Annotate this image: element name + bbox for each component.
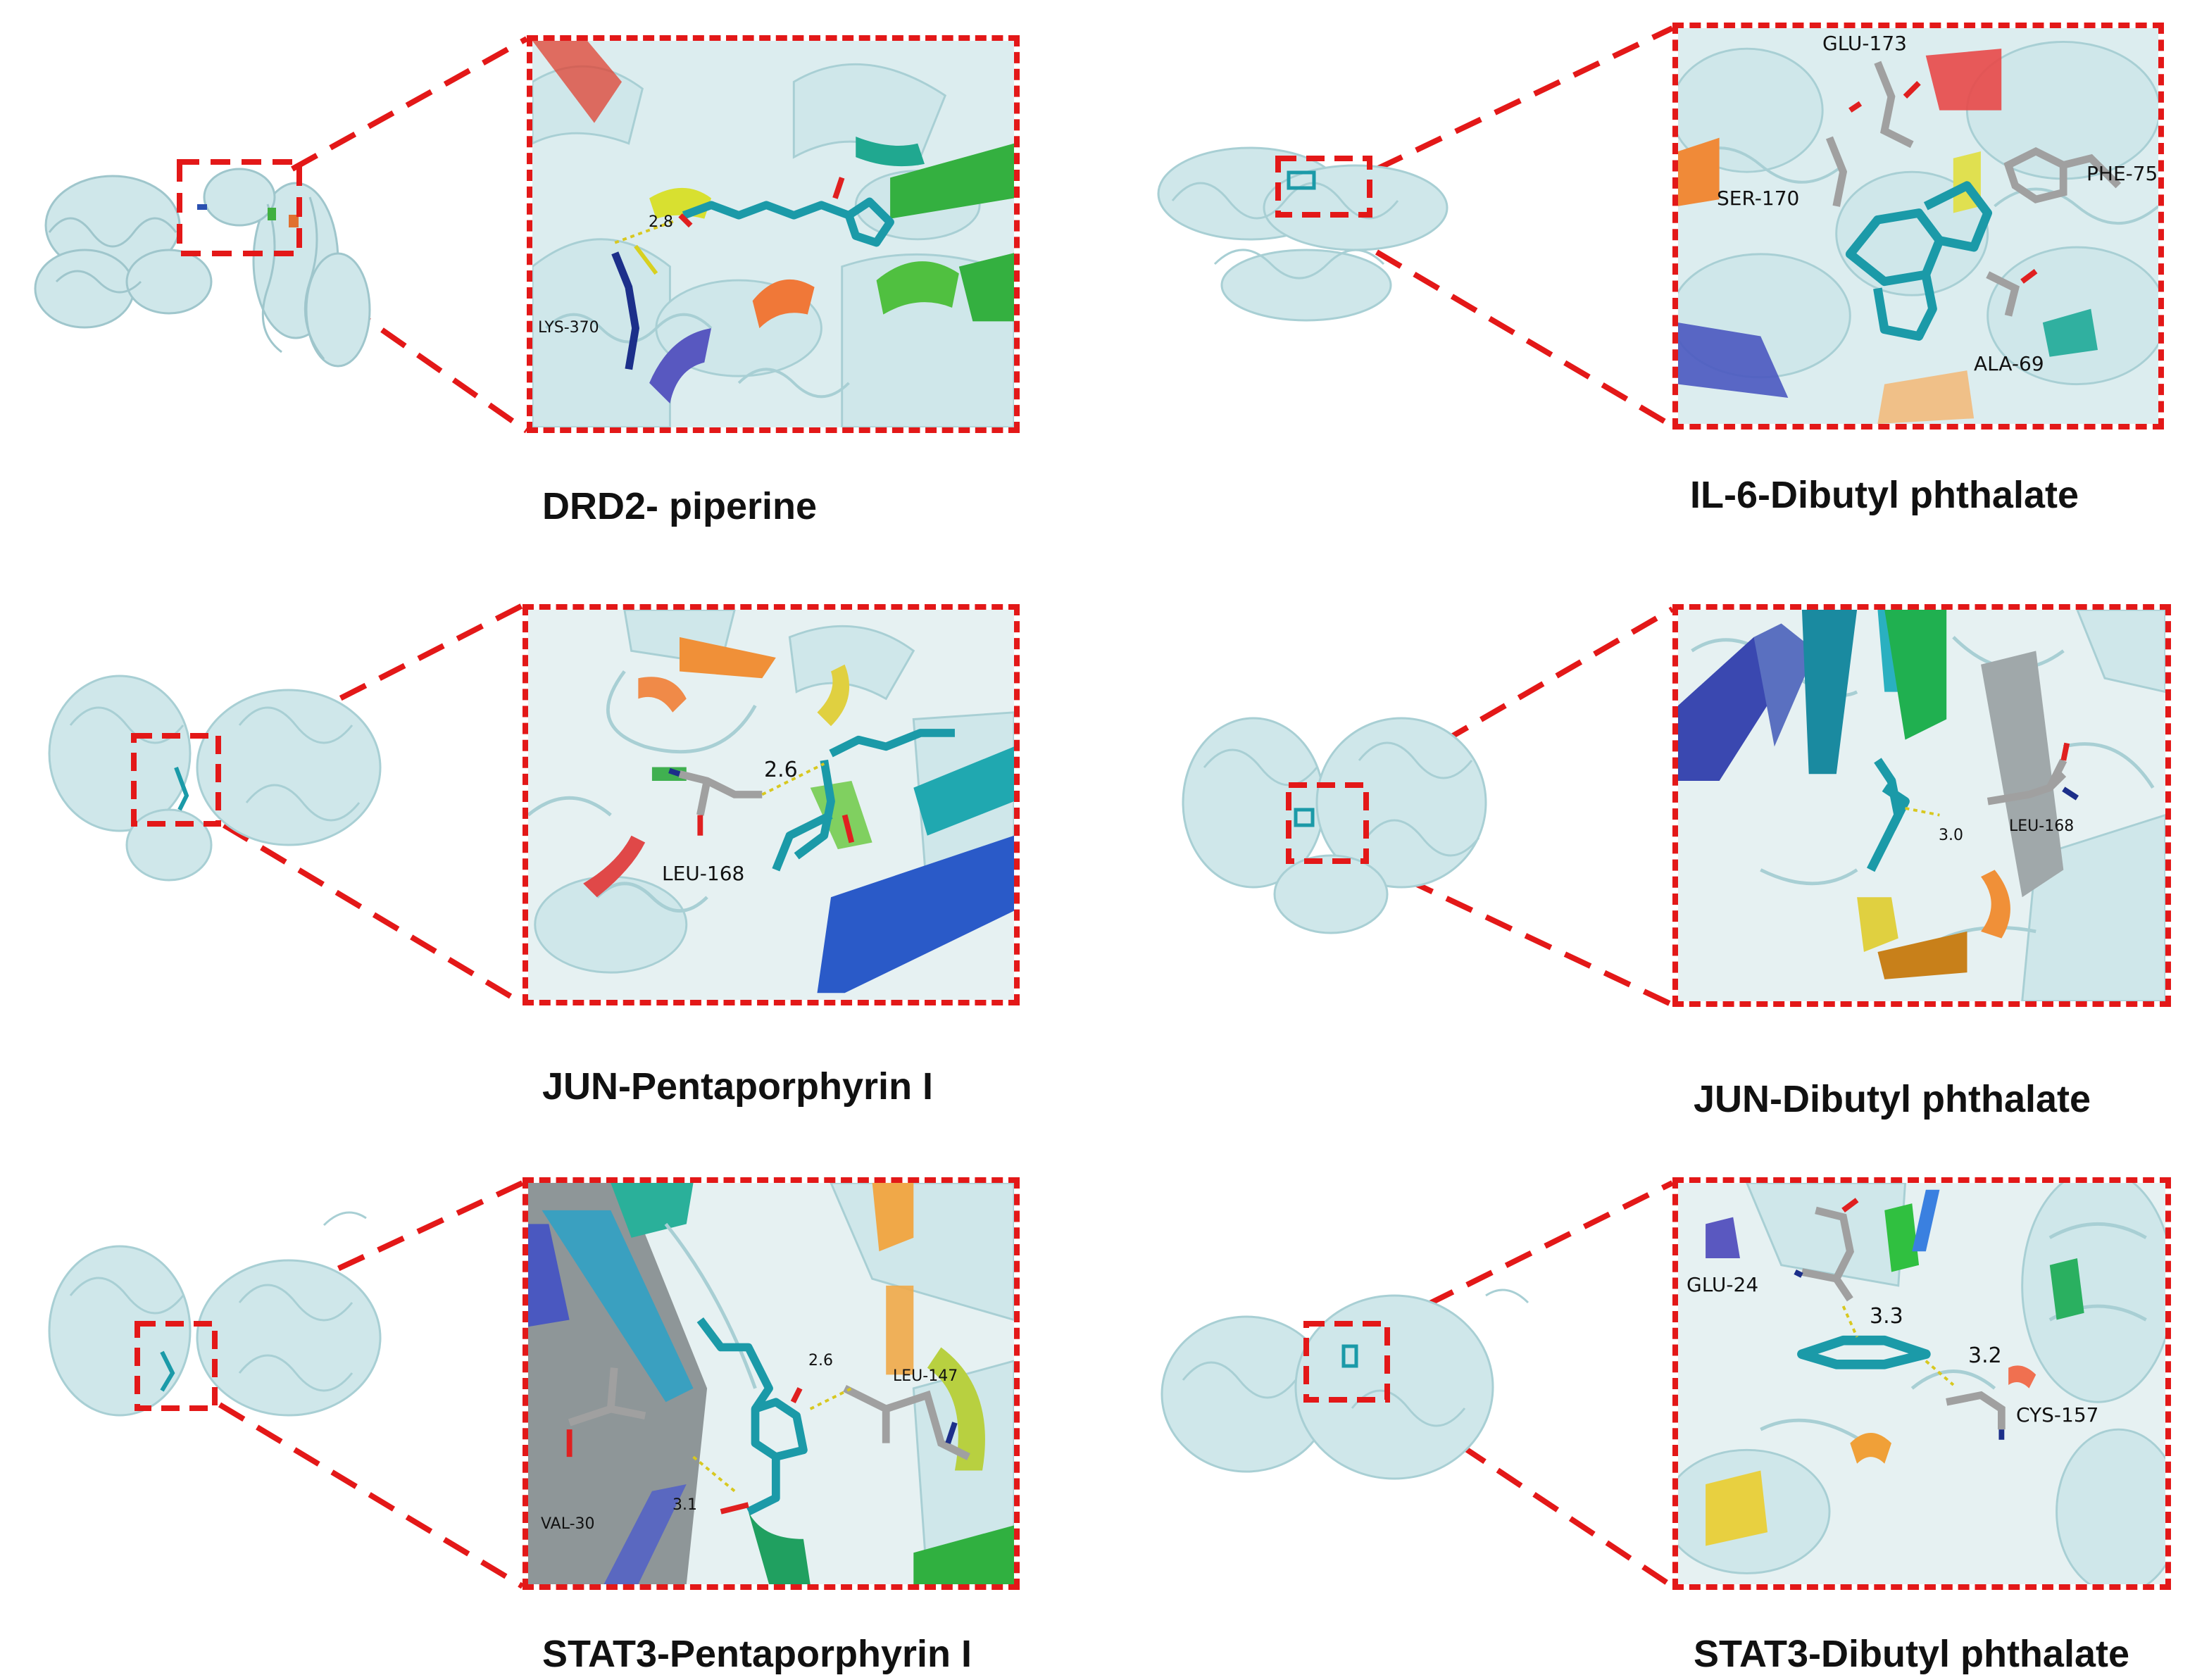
residue-label: CYS-157: [2016, 1403, 2099, 1427]
panel-caption: DRD2- piperine: [542, 485, 818, 527]
residue-label: GLU-173: [1822, 32, 1907, 55]
binding-site-zoom: 2.6 3.1 LEU-147 VAL-30: [523, 1177, 1020, 1590]
binding-site-zoom: 2.8 LYS-370: [527, 35, 1020, 433]
distance-label: 2.6: [808, 1352, 833, 1369]
protein-overview: [34, 159, 371, 368]
residue-label: LEU-168: [2009, 817, 2075, 835]
binding-site-zoom: GLU-24 3.3 3.2 CYS-157: [1672, 1177, 2171, 1590]
residue-label: GLU-24: [1687, 1273, 1759, 1296]
panel-caption: STAT3-Pentaporphyrin I: [542, 1633, 972, 1675]
distance-label: 3.3: [1870, 1304, 1903, 1329]
panel-caption: JUN-Dibutyl phthalate: [1694, 1078, 2091, 1120]
residue-label: VAL-30: [541, 1515, 595, 1533]
protein-overview: [48, 1211, 382, 1417]
distance-label: 2.8: [649, 213, 673, 231]
binding-site-zoom: 2.6 LEU-168: [523, 604, 1020, 1005]
distance-label: 2.6: [764, 758, 798, 782]
protein-overview: [1182, 717, 1487, 934]
protein-overview: [1160, 1289, 1529, 1480]
distance-label: 3.0: [1939, 827, 1963, 844]
residue-label: SER-170: [1717, 187, 1800, 210]
distance-label: 3.2: [1968, 1343, 2002, 1368]
panel-caption: JUN-Pentaporphyrin I: [542, 1065, 934, 1108]
binding-site-zoom: GLU-173 SER-170 PHE-75 ALA-69: [1672, 23, 2164, 430]
residue-label: PHE-75: [2086, 162, 2158, 185]
residue-label: LEU-168: [662, 862, 745, 885]
protein-overview: [1157, 146, 1448, 322]
residue-label: LEU-147: [893, 1367, 958, 1385]
panel-caption: STAT3-Dibutyl phthalate: [1694, 1633, 2129, 1675]
residue-label: LYS-370: [538, 319, 599, 337]
panel-caption: IL-6-Dibutyl phthalate: [1690, 474, 2079, 516]
residue-label: ALA-69: [1974, 352, 2044, 375]
binding-site-zoom: 3.0 LEU-168: [1672, 604, 2171, 1007]
protein-overview: [48, 675, 382, 882]
distance-label: 3.1: [672, 1496, 697, 1514]
